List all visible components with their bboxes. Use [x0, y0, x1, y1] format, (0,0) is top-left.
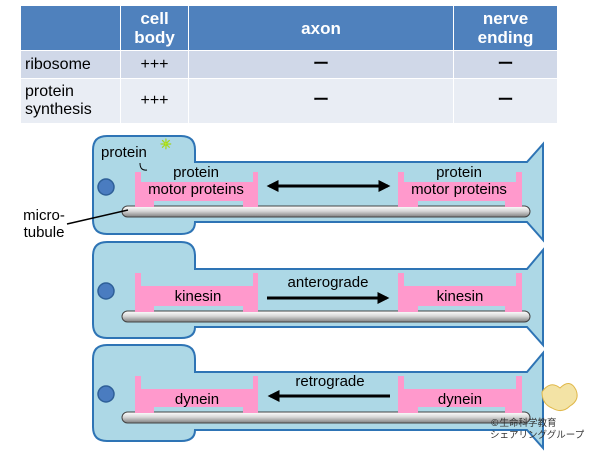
nucleus	[97, 385, 115, 403]
dynein-left	[135, 376, 258, 413]
neuron-panel-3: dynein dynein retrograde	[92, 344, 544, 451]
label-line: protein	[436, 164, 482, 181]
motor-protein-right	[398, 172, 522, 207]
expression-table: cell body axon nerve ending ribosome +++…	[20, 5, 558, 124]
cell-value: ー	[188, 50, 454, 79]
dynein-label-right: dynein	[438, 391, 482, 408]
kinesin-label-left: kinesin	[175, 288, 222, 305]
cell-value: +++	[120, 78, 189, 124]
cell-value: ー	[453, 50, 558, 79]
label-line: micro-	[23, 207, 65, 224]
cell-value: ー	[188, 78, 454, 124]
table-row: protein synthesis +++ ー ー	[20, 78, 558, 124]
row-label-protein-synthesis: protein synthesis	[20, 78, 121, 124]
microtubule	[121, 310, 531, 323]
nucleus	[97, 178, 115, 196]
microtubule-pointer	[66, 209, 129, 225]
header-nerve-ending: nerve ending	[453, 5, 558, 51]
direction-label-anterograde: anterograde	[288, 274, 369, 291]
credit-line-1: ©生命科学教育	[490, 417, 557, 429]
kinesin-label-right: kinesin	[437, 288, 484, 305]
header-cell-blank	[20, 5, 121, 51]
protein-particle-icon: ✳	[160, 136, 172, 152]
kinesin-left	[135, 273, 258, 312]
microtubule-label: micro-tubule	[23, 207, 65, 241]
table-header-row: cell body axon nerve ending	[20, 5, 558, 51]
label-line: protein	[173, 164, 219, 181]
logo-mark-icon	[541, 383, 578, 412]
neuron-panel-2: kinesin kinesin anterograde	[92, 241, 544, 348]
dynein-label-left: dynein	[175, 391, 219, 408]
nucleus	[97, 282, 115, 300]
credit-line-2: シェアリンググループ	[490, 429, 585, 441]
sharing-group-logo: ©生命科学教育 シェアリンググループ	[490, 383, 585, 441]
row-label-ribosome: ribosome	[20, 50, 121, 79]
protein-pointer	[139, 162, 148, 171]
label-line: tubule	[24, 224, 65, 241]
cell-value: ー	[453, 78, 558, 124]
protein-label: protein	[101, 144, 147, 161]
motor-protein-left	[135, 172, 258, 207]
dynein-right	[398, 376, 522, 413]
table-row: ribosome +++ ー ー	[20, 50, 558, 79]
kinesin-right	[398, 273, 522, 312]
direction-label-retrograde: retrograde	[295, 373, 364, 390]
label-line: motor proteins	[148, 181, 244, 198]
label-line: motor proteins	[411, 181, 507, 198]
microtubule	[121, 411, 531, 424]
microtubule	[121, 205, 531, 218]
